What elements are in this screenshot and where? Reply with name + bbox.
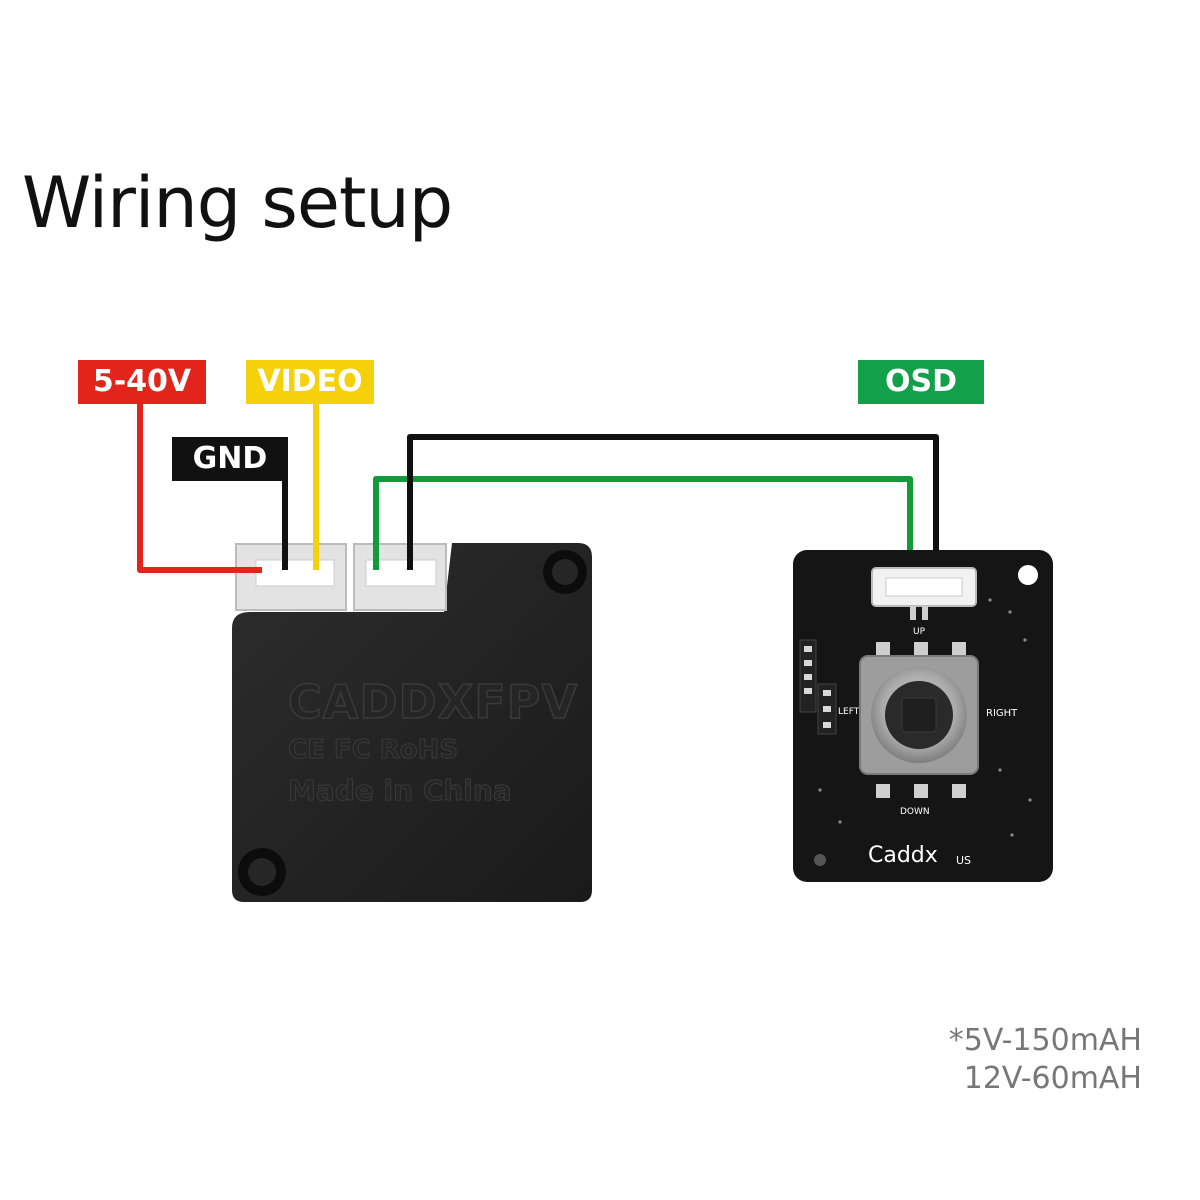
wires [137,404,939,573]
camera-origin: Made in China [288,774,512,807]
camera-connector-left [235,543,347,611]
osd-signal-wire [373,476,913,572]
direction-up: UP [913,627,926,637]
power-consumption-note: *5V-150mAH 12V-60mAH [949,1022,1142,1098]
osd-label: OSD [858,360,984,404]
osd-board-brand: Caddx [868,843,938,868]
osd-board: UP LEFT RIGHT DOWN Caddx US [793,550,1053,882]
power-label: 5-40V [78,360,206,404]
camera-brand: CADDXFPV [288,675,578,729]
osd-board-brand-suffix: US [956,854,971,867]
camera-certs: CE FC RoHS [288,735,458,765]
gnd-label: GND [172,437,288,481]
direction-left: LEFT [838,707,860,717]
camera-connector-right [353,543,447,611]
video-label: VIDEO [246,360,374,404]
camera-module: CADDXFPV CE FC RoHS Made in China [232,543,592,902]
power-note-line-2: 12V-60mAH [963,1061,1142,1096]
page-title: Wiring setup [22,162,453,244]
direction-right: RIGHT [986,708,1018,719]
direction-down: DOWN [900,807,930,817]
power-note-line-1: *5V-150mAH [948,1023,1142,1058]
power-wire [137,404,262,573]
joystick [859,655,979,775]
osd-ground-wire [407,434,939,572]
osd-connector [871,567,977,620]
